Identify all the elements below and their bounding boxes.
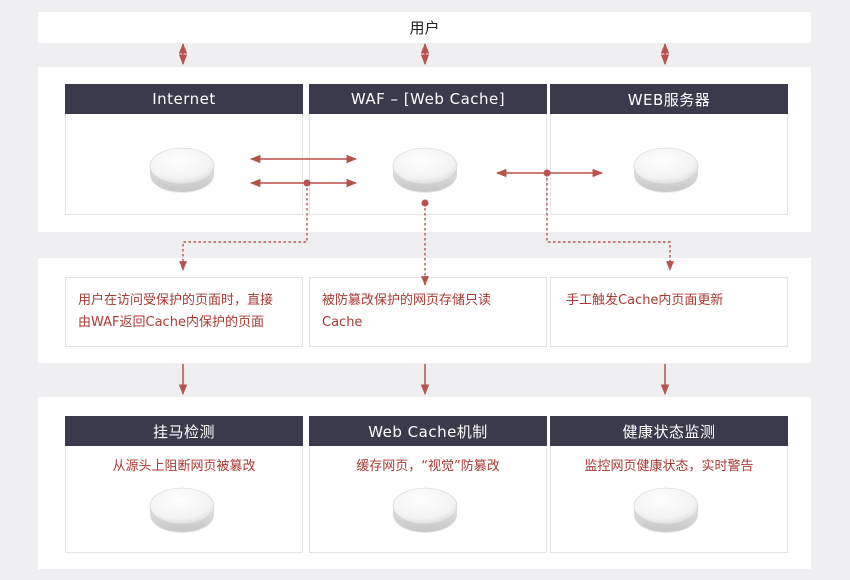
dotted-connector-left <box>179 183 308 271</box>
health-disc-icon <box>633 487 699 534</box>
waf-disc-icon <box>392 147 458 194</box>
cache-desc: 缓存网页，“视觉”防篡改 <box>356 459 500 474</box>
user-bar <box>38 12 811 43</box>
note-server-card <box>550 277 788 347</box>
waf-header: WAF – [Web Cache] <box>309 84 547 114</box>
server-header: WEB服务器 <box>550 84 788 114</box>
note-internet-line-2: 由WAF返回Cache内保护的页面 <box>78 315 264 330</box>
cache-header: Web Cache机制 <box>309 416 547 446</box>
note-waf-line-1: 被防篡改保护的网页存储只读 <box>322 293 492 308</box>
note-internet-card <box>65 277 303 347</box>
cache-disc-icon <box>392 487 458 534</box>
note-waf-line-2: Cache <box>322 315 363 330</box>
health-header: 健康状态监测 <box>550 416 788 446</box>
trojan-header: 挂马检测 <box>65 416 303 446</box>
dotted-connector-right <box>546 173 674 271</box>
health-desc: 监控网页健康状态，实时警告 <box>584 459 754 474</box>
note-internet-line-1: 用户在访问受保护的页面时，直接 <box>78 293 274 308</box>
note-server: 手工触发Cache内页面更新 <box>566 290 781 312</box>
server-disc-icon <box>633 147 699 194</box>
user-label: 用户 <box>409 19 440 37</box>
trojan-disc-icon <box>149 487 215 534</box>
internet-disc-icon <box>149 147 215 194</box>
note-internet: 用户在访问受保护的页面时，直接 由WAF返回Cache内保护的页面 <box>78 290 298 334</box>
trojan-desc: 从源头上阻断网页被篡改 <box>112 459 256 474</box>
internet-header: Internet <box>65 84 303 114</box>
note-server-line-1: 手工触发Cache内页面更新 <box>566 293 724 308</box>
note-waf: 被防篡改保护的网页存储只读 Cache <box>322 290 542 334</box>
